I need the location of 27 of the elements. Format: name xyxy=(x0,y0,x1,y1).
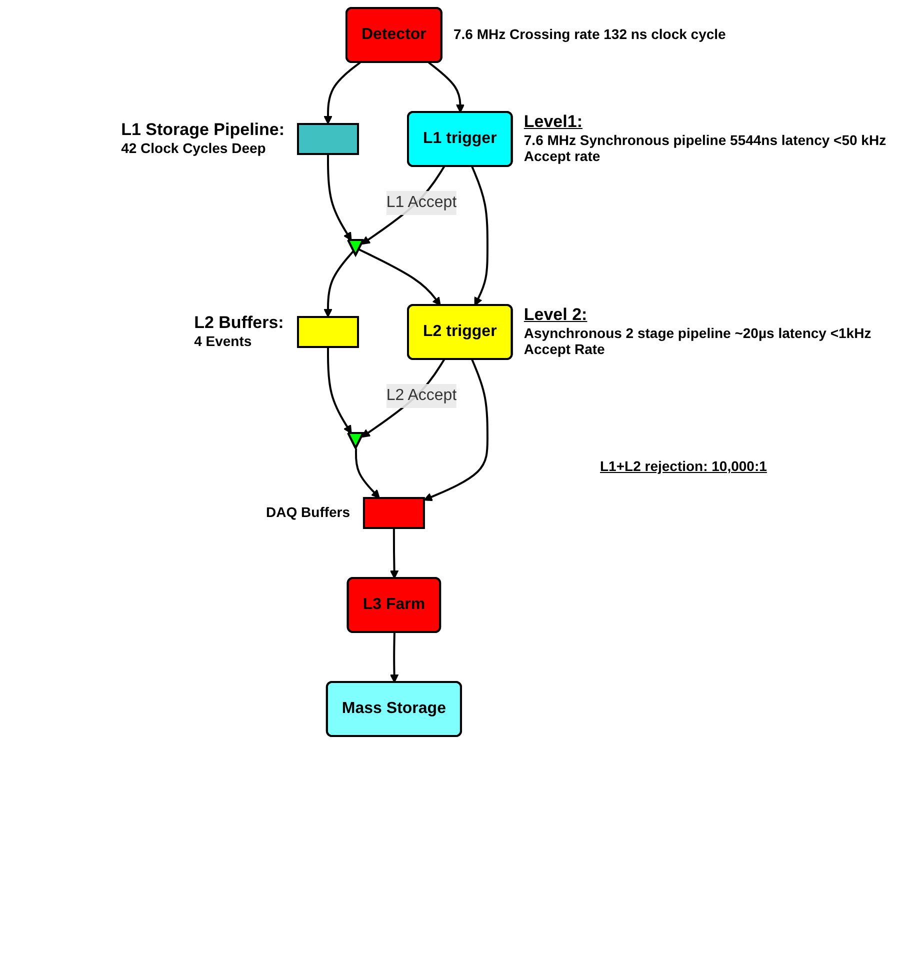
side-heading: Level 2: xyxy=(524,305,588,325)
node-box xyxy=(297,316,360,348)
arrow xyxy=(390,632,399,683)
side-note: 7.6 MHz Crossing rate 132 ns clock cycle xyxy=(453,26,726,42)
edge-label: L1 Accept xyxy=(386,194,457,211)
arrow xyxy=(327,154,352,241)
node-box xyxy=(363,497,426,529)
arrow xyxy=(390,528,399,579)
edge-label: L2 Accept xyxy=(386,387,457,404)
arrow xyxy=(327,347,352,434)
side-note: 42 Clock Cycles Deep xyxy=(121,140,266,156)
side-note: DAQ Buffers xyxy=(266,504,350,520)
arrow xyxy=(471,166,489,306)
note-label: L1+L2 rejection: 10,000:1 xyxy=(600,458,767,474)
side-note: 4 Events xyxy=(194,333,252,349)
arrow xyxy=(324,250,355,318)
node-bar xyxy=(297,123,360,155)
arrow xyxy=(355,448,380,498)
side-note: Asynchronous 2 stage pipeline ~20µs latency <1kHz Accept Rate xyxy=(524,325,872,357)
arrow xyxy=(424,359,489,502)
side-heading: L2 Buffers: xyxy=(194,313,284,333)
arrow xyxy=(324,62,361,124)
side-note: 7.6 MHz Synchronous pipeline 5544ns latency <50 kHz Accept rate xyxy=(524,132,888,164)
arrow xyxy=(428,62,465,113)
side-heading: L1 Storage Pipeline: xyxy=(121,120,285,140)
arrow xyxy=(358,248,441,306)
side-heading: Level1: xyxy=(524,112,582,132)
